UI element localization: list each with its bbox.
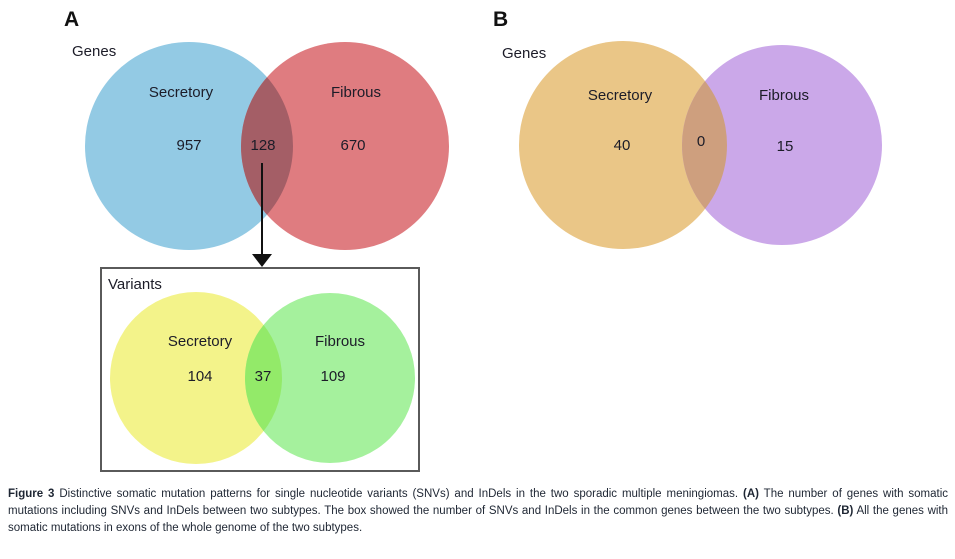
secretory-genes-circle — [85, 42, 293, 250]
secretory-genes-label: Secretory — [149, 84, 214, 101]
genes-a-title: Genes — [72, 43, 117, 60]
fibrous-genes-circle — [241, 42, 449, 250]
secretory-genes-b-count: 40 — [614, 137, 631, 154]
caption-seg2: The number of genes with somatic mutatio… — [8, 488, 949, 517]
fibrous-genes-b-label: Fibrous — [759, 87, 809, 104]
variants-overlap-count: 37 — [255, 368, 272, 385]
genes-b-title: Genes — [502, 45, 547, 62]
genes-a-overlap-count: 128 — [250, 137, 275, 154]
caption-panel-b-ref: (B) — [837, 505, 854, 517]
caption-seg3: All the genes with somatic mutations in … — [8, 505, 949, 534]
arrow-line — [261, 163, 263, 254]
genes-venn-a: Secretory Fibrous 957 128 670 — [85, 42, 449, 250]
genes-b-overlap-count: 0 — [697, 133, 705, 150]
variants-title: Variants — [108, 276, 162, 293]
fibrous-genes-count: 670 — [340, 137, 365, 154]
secretory-genes-b-circle — [519, 41, 727, 249]
secretory-variants-circle — [110, 292, 282, 464]
fibrous-variants-count: 109 — [320, 368, 345, 385]
caption-seg1: Distinctive somatic mutation patterns fo… — [59, 488, 739, 500]
caption-panel-a-ref: (A) — [743, 488, 759, 500]
variants-venn: Secretory Fibrous 104 37 109 — [110, 292, 415, 464]
caption-figure-label: Figure 3 — [8, 488, 55, 500]
fibrous-variants-label: Fibrous — [315, 333, 365, 350]
secretory-genes-b-label: Secretory — [588, 87, 653, 104]
fibrous-genes-label: Fibrous — [331, 84, 381, 101]
variants-box — [100, 267, 420, 472]
fibrous-variants-circle — [245, 293, 415, 463]
figure-caption: Figure 3 Distinctive somatic mutation pa… — [8, 486, 948, 537]
secretory-genes-count: 957 — [176, 137, 201, 154]
panel-b-label: B — [493, 8, 509, 31]
fibrous-genes-b-count: 15 — [777, 138, 794, 155]
fibrous-genes-b-circle — [682, 45, 882, 245]
secretory-variants-count: 104 — [187, 368, 212, 385]
genes-venn-b: Secretory Fibrous 40 0 15 — [519, 41, 882, 249]
panel-a-label: A — [64, 8, 80, 31]
secretory-variants-label: Secretory — [168, 333, 233, 350]
arrow-head-icon — [252, 254, 272, 267]
